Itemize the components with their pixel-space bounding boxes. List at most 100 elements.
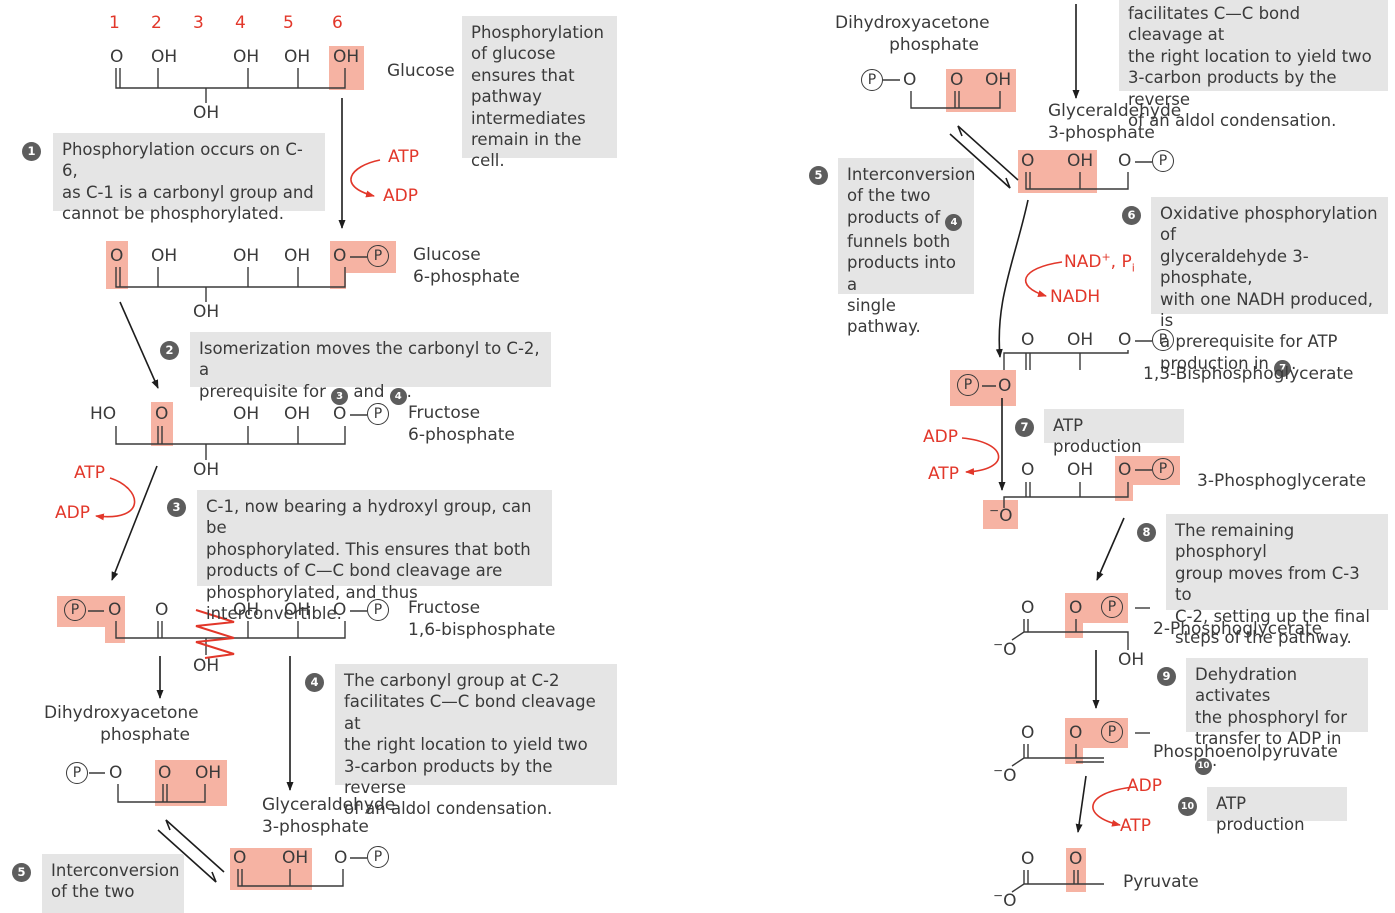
atom-label: OH: [151, 47, 178, 67]
inline-step-bullet: 3: [331, 387, 349, 405]
step-bullet: 9: [1157, 667, 1176, 686]
note-step-7: ATP production: [1044, 409, 1184, 456]
phosphoryl-circle: P: [367, 599, 389, 621]
note-step-5-text-b: funnels both products into a single path…: [847, 231, 956, 337]
atom-label: O: [333, 600, 347, 620]
phosphoryl-circle: P: [367, 403, 389, 425]
compound-name: Dihydroxyacetone phosphate: [44, 703, 199, 745]
atom-label: O: [108, 600, 122, 620]
atom-label: O: [1021, 330, 1035, 350]
phosphoryl-circle: P: [64, 599, 86, 621]
phosphoryl-circle: P: [1101, 721, 1123, 743]
carbon-number: 6: [332, 13, 343, 33]
carboxylate-oxygen: −O: [993, 764, 1016, 787]
cofactor-adp: ADP: [383, 186, 418, 206]
atom-label: O: [1118, 330, 1132, 350]
nad-text: NAD: [1064, 252, 1102, 272]
cofactor-adp: ADP: [55, 503, 90, 523]
inline-step-bullet: 7: [1274, 359, 1292, 377]
note-step-1: Phosphorylation occurs on C-6, as C-1 is…: [53, 133, 325, 223]
compound-name: Phosphoenolpyruvate: [1153, 742, 1338, 762]
atom-label: O: [1003, 891, 1017, 911]
compound-name: Pyruvate: [1123, 872, 1199, 892]
compound-name: 3-Phosphoglycerate: [1197, 471, 1367, 491]
atom-label: OH: [284, 404, 311, 424]
cofactor-atp: ATP: [928, 464, 959, 484]
atom-label: O: [109, 763, 123, 783]
phosphoryl-circle: P: [957, 374, 979, 396]
note-step-8: The remaining phosphoryl group moves fro…: [1166, 514, 1388, 647]
cofactor-nadh: NADH: [1050, 287, 1101, 307]
note-step-2-period: .: [406, 381, 412, 401]
carboxylate-oxygen: −O: [993, 888, 1017, 912]
note-step-10: ATP production: [1207, 787, 1347, 834]
atom-label: O: [1069, 598, 1083, 618]
cofactor-atp: ATP: [1120, 816, 1151, 836]
note-step-9-period: .: [1212, 750, 1218, 770]
negative-charge: −: [993, 637, 1004, 652]
cofactor-nad: NAD+, Pi: [1064, 250, 1135, 275]
note-step-6: Oxidative phosphorylation of glyceraldeh…: [1151, 197, 1388, 377]
carbon-number: 1: [109, 13, 120, 33]
atom-label: O: [1118, 151, 1132, 171]
atom-label: OH: [284, 47, 311, 67]
atom-label: O: [1069, 849, 1083, 869]
atom-label: O: [1021, 460, 1035, 480]
carbon-number: 4: [235, 13, 246, 33]
cofactor-atp: ATP: [74, 463, 105, 483]
pi-subscript: i: [1131, 261, 1135, 275]
atom-label: O: [1021, 723, 1035, 743]
atom-label: O: [233, 848, 247, 868]
step-bullet: 3: [167, 498, 186, 517]
inline-step-bullet: 4: [389, 387, 407, 405]
atom-label: OH: [233, 404, 260, 424]
note-step-2-line-2: prerequisite for: [199, 381, 326, 401]
atom-label: O: [903, 70, 917, 90]
note-step-4: The carbonyl group at C-2 facilitates C—…: [335, 664, 617, 818]
note-step-6-period: .: [1291, 353, 1297, 373]
step-bullet: 1: [22, 142, 41, 161]
note-step-9: Dehydration activates the phosphoryl for…: [1186, 658, 1368, 775]
negative-charge: −: [993, 888, 1004, 903]
atom-label: HO: [90, 404, 117, 424]
atom-label: O: [333, 246, 347, 266]
phosphoryl-circle: P: [66, 762, 88, 784]
phosphoryl-circle: P: [1152, 150, 1174, 172]
step-bullet: 7: [1015, 418, 1034, 437]
compound-name: Fructose 6-phosphate: [408, 403, 515, 445]
atom-label: OH: [195, 763, 222, 783]
atom-label: O: [158, 763, 172, 783]
inline-step-bullet: 4: [945, 213, 963, 231]
note-step-2-line-1: Isomerization moves the carbonyl to C-2,…: [199, 339, 540, 380]
negative-charge: −: [989, 503, 1000, 518]
atom-label: OH: [233, 246, 260, 266]
note-step-5-text-a: Interconversion of the two products of: [847, 165, 976, 227]
atom-label: O: [1118, 460, 1132, 480]
bond-lines: [88, 68, 1152, 893]
cofactor-atp: ATP: [388, 147, 419, 167]
phosphoryl-circle: P: [367, 846, 389, 868]
atom-label: O: [999, 506, 1013, 526]
step-bullet: 6: [1122, 206, 1141, 225]
atom-label: O: [998, 376, 1012, 396]
atom-label: O: [1069, 723, 1083, 743]
step-bullet: 8: [1137, 523, 1156, 542]
phosphoryl-circle: P: [1152, 329, 1174, 351]
compound-name: Glyceraldehyde 3-phosphate: [262, 795, 396, 837]
atom-label: O: [155, 404, 169, 424]
step-bullet: 5: [809, 166, 828, 185]
atom-label: OH: [1067, 460, 1094, 480]
compound-name: Glucose 6-phosphate: [413, 245, 520, 287]
atom-label: OH: [284, 246, 311, 266]
compound-name: Glucose: [387, 61, 455, 81]
carbon-number: 3: [193, 13, 204, 33]
atom-label: OH: [193, 302, 220, 322]
atom-label: O: [1021, 598, 1035, 618]
pi-text: , P: [1110, 252, 1132, 272]
carbon-number: 5: [283, 13, 294, 33]
compound-name: 1,3-Bisphosphoglycerate: [1143, 364, 1354, 384]
nad-charge: +: [1101, 250, 1111, 264]
note-step-4-continued: facilitates C—C bond cleavage at the rig…: [1119, 0, 1388, 130]
phosphoryl-circle: P: [1101, 596, 1123, 618]
step-bullet: 2: [160, 341, 179, 360]
